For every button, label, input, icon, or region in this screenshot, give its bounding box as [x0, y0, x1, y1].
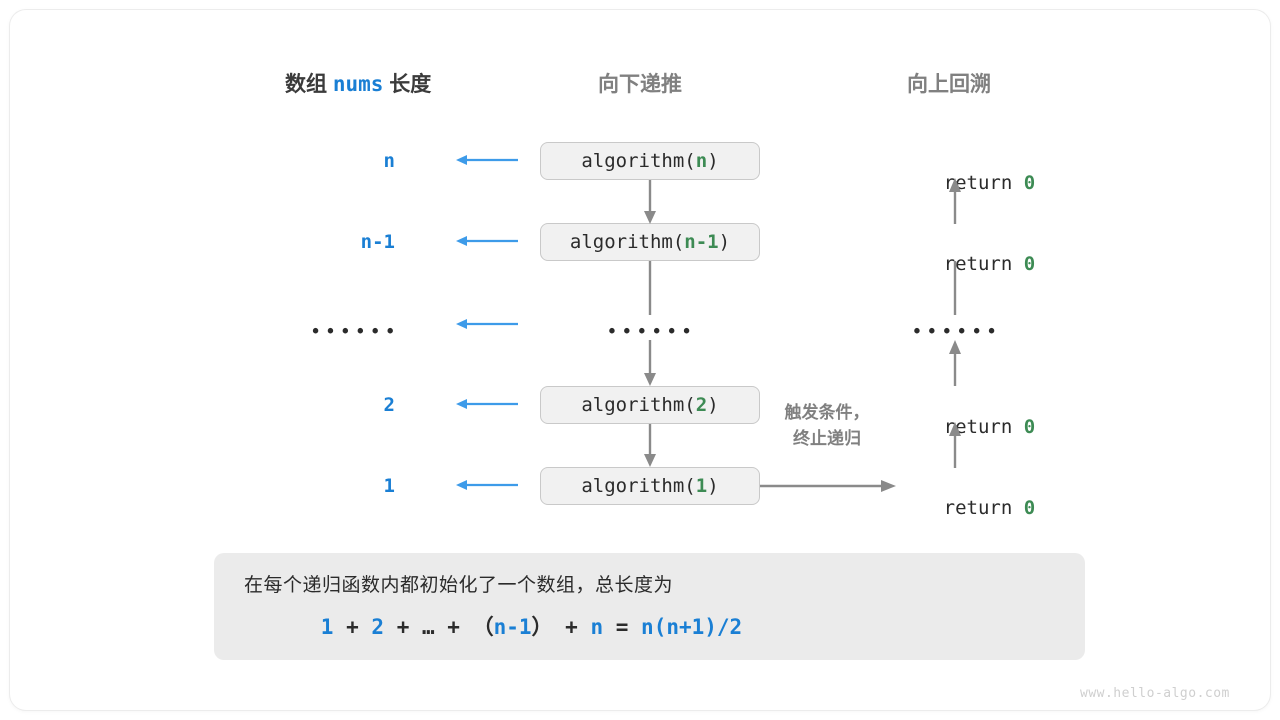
call-box-1-arg: 1: [695, 475, 708, 497]
terminate-condition-note: 触发条件， 终止递归: [784, 403, 870, 449]
call-box-2[interactable]: algorithm(2): [540, 386, 760, 424]
call-box-n-arg: n: [695, 150, 708, 172]
blue-arrow-ellipsis: [456, 319, 518, 329]
blue-arrow-1: [456, 480, 518, 490]
blue-arrow-n-1: [456, 236, 518, 246]
page-card: 数组 nums 长度 向下递推 向上回溯 n n-1 • • • • • • 2…: [10, 10, 1270, 710]
return-row-n-1: return 0: [875, 231, 1036, 297]
summary-formula: 1 + 2 + … + （n-1） + n = n(n+1)/2: [244, 611, 819, 641]
column-header-return-up: 向上回溯: [907, 73, 991, 96]
call-box-n-prefix: algorithm(: [581, 150, 696, 172]
call-box-2-arg: 2: [695, 394, 708, 416]
formula-op-4: ） +: [531, 615, 591, 639]
size-label-2: 2: [383, 394, 395, 416]
formula-term-ellipsis: …: [421, 615, 435, 639]
blue-arrow-n: [456, 155, 518, 165]
size-label-n: n: [383, 150, 395, 172]
formula-term-2: 2: [371, 615, 385, 639]
down-arrow-2-to-1: [644, 424, 656, 467]
call-box-n-1-arg: n-1: [684, 231, 719, 253]
return-value-n: 0: [1023, 172, 1036, 194]
size-label-1: 1: [383, 475, 395, 497]
call-box-2-suffix: ): [707, 394, 719, 416]
up-arrow-2-to-ellipsis: [949, 340, 961, 386]
formula-term-1: 1: [320, 615, 334, 639]
formula-op-1: +: [333, 615, 372, 639]
call-box-n-1-suffix: ): [718, 231, 731, 253]
call-box-1-suffix: ): [707, 475, 719, 497]
column-header-recurse-down: 向下递推: [598, 73, 682, 96]
return-row-2: return 0: [875, 394, 1036, 460]
site-watermark: www.hello-algo.com: [1080, 686, 1230, 701]
summary-text-block: 在每个递归函数内都初始化了一个数组，总长度为 1 + 2 + … + （n-1）…: [244, 570, 819, 641]
down-arrow-ellipsis-to-2: [644, 340, 656, 386]
header-left-suffix: 长度: [389, 73, 432, 96]
return-value-2: 0: [1023, 416, 1036, 438]
return-label-1: return: [943, 497, 1024, 519]
header-left-prefix: 数组: [285, 73, 327, 96]
return-column-ellipsis: • • • • • •: [913, 321, 997, 342]
formula-term-n-1: n-1: [493, 615, 532, 639]
call-box-n-suffix: ): [707, 150, 719, 172]
call-box-1-prefix: algorithm(: [581, 475, 696, 497]
return-label-n: return: [943, 172, 1024, 194]
call-box-2-prefix: algorithm(: [581, 394, 696, 416]
call-box-n-1[interactable]: algorithm(n-1): [540, 223, 760, 261]
formula-op-2: +: [384, 615, 422, 639]
up-arrow-ellipsis-to-n-1: [953, 261, 957, 315]
formula-result: n(n+1)/2: [641, 615, 743, 639]
blue-arrow-2: [456, 399, 518, 409]
call-box-n-1-prefix: algorithm(: [569, 231, 685, 253]
size-label-ellipsis: • • • • • •: [312, 321, 395, 342]
return-label-n-1: return: [943, 253, 1024, 275]
call-column-ellipsis: • • • • • •: [608, 321, 692, 342]
up-arrow-n-1-to-n: [949, 178, 961, 224]
summary-description: 在每个递归函数内都初始化了一个数组，总长度为: [244, 575, 674, 596]
call-box-n[interactable]: algorithm(n): [540, 142, 760, 180]
formula-op-3: + （: [434, 615, 494, 639]
down-arrow-n-1-to-ellipsis: [648, 261, 652, 315]
return-row-n: return 0: [875, 150, 1036, 216]
return-value-1: 0: [1023, 497, 1036, 519]
base-case-arrow: [760, 480, 896, 492]
call-box-1[interactable]: algorithm(1): [540, 467, 760, 505]
summary-panel: 在每个递归函数内都初始化了一个数组，总长度为 1 + 2 + … + （n-1）…: [214, 553, 1085, 660]
return-label-2: return: [943, 416, 1024, 438]
return-value-n-1: 0: [1023, 253, 1036, 275]
formula-term-n: n: [590, 615, 604, 639]
formula-op-equals: =: [603, 615, 642, 639]
return-row-1: return 0: [875, 475, 1036, 541]
up-arrow-1-to-2: [949, 422, 961, 468]
header-left-code: nums: [332, 72, 384, 96]
column-header-array-length: 数组 nums 长度: [285, 68, 431, 98]
down-arrow-n-to-n-1: [644, 180, 656, 224]
size-label-n-1: n-1: [360, 231, 395, 253]
